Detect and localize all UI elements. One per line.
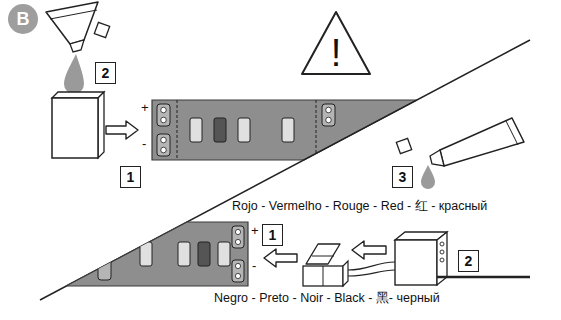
glue-drop xyxy=(64,54,84,94)
led-strip-parts xyxy=(98,226,244,282)
callout-number: 1 xyxy=(127,169,135,185)
led xyxy=(190,118,202,142)
solder-pad xyxy=(98,258,111,280)
solder-point xyxy=(161,117,167,123)
solder-pad xyxy=(157,104,170,126)
block-pin xyxy=(440,258,444,262)
callout-number: 2 xyxy=(458,250,479,272)
push-arrow xyxy=(352,241,386,259)
solder-point xyxy=(235,229,240,234)
warning-sign: ! xyxy=(300,10,372,76)
solder-point xyxy=(326,117,332,123)
push-arrow xyxy=(106,121,138,139)
power-block xyxy=(395,240,437,285)
led xyxy=(198,242,210,266)
wire xyxy=(348,262,395,270)
solder-pad xyxy=(322,104,335,126)
connector-side xyxy=(343,261,348,286)
cut-line xyxy=(316,100,317,160)
wire-color-label: Rojo - Vermelho - Rouge - Red - 红 - крас… xyxy=(232,199,487,213)
led xyxy=(238,118,250,142)
glue-drop xyxy=(421,165,435,189)
tube-cap xyxy=(94,22,109,37)
led xyxy=(218,242,230,266)
led xyxy=(140,242,152,266)
polarity-label: + xyxy=(251,224,259,239)
callout-number: 3 xyxy=(399,169,407,185)
callout-number: 1 xyxy=(269,227,277,243)
cut-line xyxy=(177,100,178,160)
warning-mark: ! xyxy=(331,34,342,72)
tube-crimp xyxy=(50,10,97,19)
block-pin xyxy=(440,242,444,246)
callout-number: 1 xyxy=(120,166,141,188)
solder-pad xyxy=(232,226,244,248)
led-strip xyxy=(66,222,248,286)
tube-nozzle xyxy=(70,40,84,52)
led-strip-parts xyxy=(157,100,335,160)
tube-cap xyxy=(396,138,411,153)
led xyxy=(178,242,190,266)
led-strip xyxy=(152,100,417,160)
solder-point xyxy=(235,273,240,278)
glue-tube xyxy=(46,2,98,44)
step-badge: B xyxy=(8,4,38,34)
solder-point xyxy=(235,263,240,268)
connector-base xyxy=(303,266,343,286)
end-cap-top xyxy=(52,92,104,98)
warning-outline xyxy=(302,12,370,74)
connector-lid xyxy=(306,244,340,264)
solder-pad xyxy=(232,260,244,282)
polarity-label: - xyxy=(252,259,256,274)
solder-pad xyxy=(157,134,170,156)
glue-tube xyxy=(440,118,524,166)
tube-crimp xyxy=(506,121,518,145)
led xyxy=(214,118,226,142)
led xyxy=(282,118,294,142)
callout-number: 2 xyxy=(102,65,110,81)
power-cable xyxy=(437,276,530,279)
solder-point xyxy=(326,107,332,113)
tube-nozzle xyxy=(430,150,444,166)
polarity-label: - xyxy=(142,137,146,152)
callout-number: 1 xyxy=(262,224,283,246)
callout-number: 2 xyxy=(95,62,116,84)
divider-line xyxy=(40,40,530,300)
end-cap-side xyxy=(98,92,104,158)
block-pin xyxy=(440,250,444,254)
end-cap xyxy=(52,98,98,158)
push-arrow xyxy=(264,249,297,267)
polarity-label: + xyxy=(141,101,149,116)
solder-point xyxy=(235,239,240,244)
connector-detail xyxy=(323,266,324,286)
step-letter: B xyxy=(17,11,30,27)
callout-number: 2 xyxy=(465,253,473,269)
solder-point xyxy=(161,107,167,113)
wire-color-label: Negro - Preto - Noir - Black - 黑- черный xyxy=(214,291,440,305)
connector-detail xyxy=(312,256,334,257)
callout-number: 3 xyxy=(392,166,413,188)
solder-point xyxy=(161,137,167,143)
solder-point xyxy=(161,147,167,153)
wire xyxy=(348,270,395,276)
